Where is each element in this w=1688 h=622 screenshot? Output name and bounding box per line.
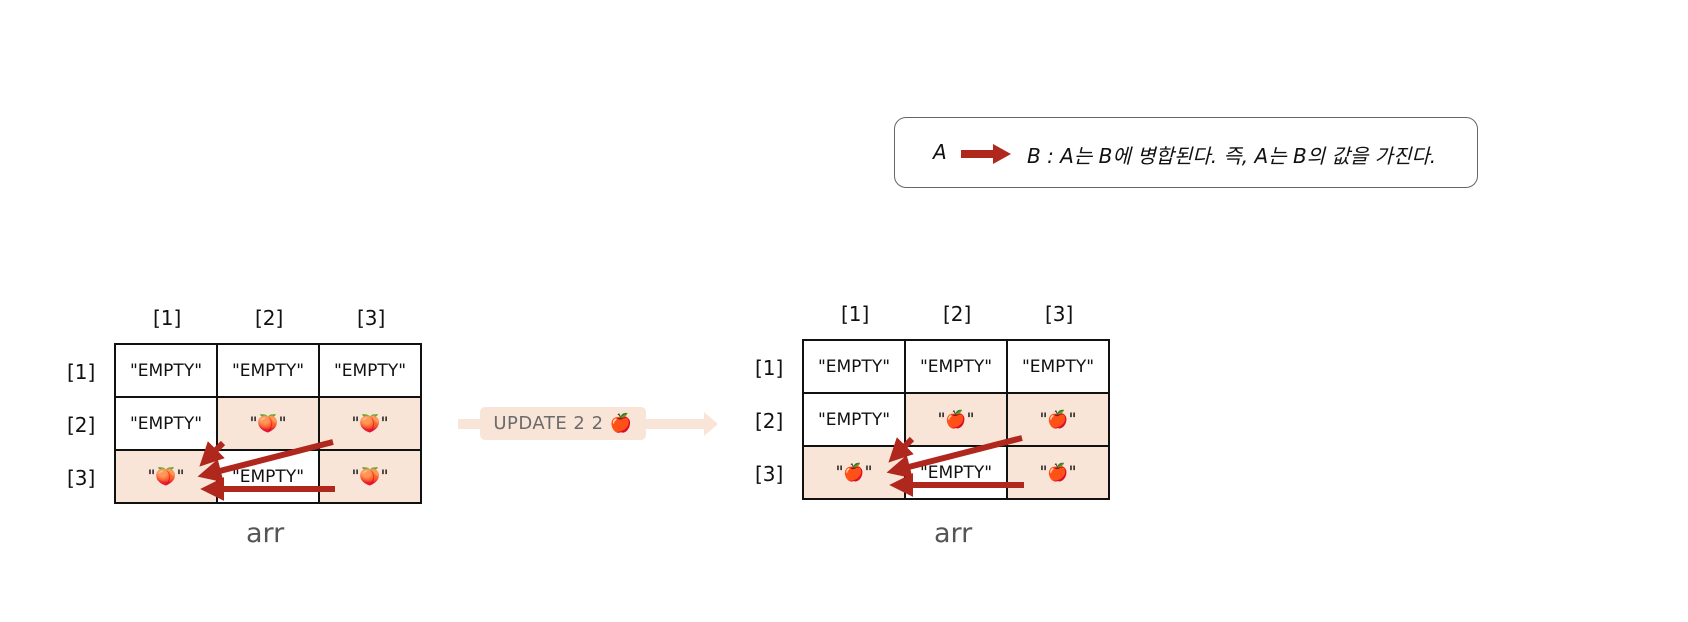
before-grid: "EMPTY" "EMPTY" "EMPTY" "EMPTY" "🍑" "🍑" … (114, 343, 422, 504)
merge-arrow-icon (961, 144, 1011, 164)
row-header-3: [3] (755, 462, 784, 486)
row-header-2: [2] (755, 409, 784, 433)
grid-cell-highlighted: "🍑" (115, 450, 217, 503)
col-header-1: [1] (841, 302, 870, 326)
legend-a-label: A (933, 140, 947, 164)
grid-cell: "EMPTY" (319, 344, 421, 397)
after-grid-label: arr (934, 518, 973, 549)
row-header-2: [2] (67, 413, 96, 437)
row-header-1: [1] (67, 360, 96, 384)
col-header-3: [3] (1045, 302, 1074, 326)
grid-cell: "EMPTY" (905, 340, 1007, 393)
grid-cell: "EMPTY" (115, 344, 217, 397)
legend-box: A B : A는 B에 병합된다. 즉, A는 B의 값을 가진다. (894, 117, 1478, 188)
col-header-3: [3] (357, 306, 386, 330)
grid-cell-highlighted: "🍎" (905, 393, 1007, 446)
grid-cell-highlighted: "🍎" (1007, 393, 1109, 446)
legend-description: B : A는 B에 병합된다. 즉, A는 B의 값을 가진다. (1027, 144, 1437, 168)
grid-cell: "EMPTY" (803, 393, 905, 446)
grid-cell: "EMPTY" (115, 397, 217, 450)
row-header-1: [1] (755, 356, 784, 380)
grid-cell-highlighted: "🍑" (319, 450, 421, 503)
grid-cell: "EMPTY" (803, 340, 905, 393)
grid-cell: "EMPTY" (1007, 340, 1109, 393)
col-header-2: [2] (255, 306, 284, 330)
col-header-2: [2] (943, 302, 972, 326)
grid-cell-highlighted: "🍎" (803, 446, 905, 499)
update-command-label: UPDATE 2 2 🍎 (480, 407, 646, 440)
row-header-3: [3] (67, 466, 96, 490)
grid-cell-highlighted: "🍎" (1007, 446, 1109, 499)
grid-cell: "EMPTY" (217, 344, 319, 397)
grid-cell: "EMPTY" (217, 450, 319, 503)
grid-cell: "EMPTY" (905, 446, 1007, 499)
grid-cell-highlighted: "🍑" (319, 397, 421, 450)
before-grid-label: arr (246, 518, 285, 549)
grid-cell-highlighted: "🍑" (217, 397, 319, 450)
col-header-1: [1] (153, 306, 182, 330)
after-grid: "EMPTY" "EMPTY" "EMPTY" "EMPTY" "🍎" "🍎" … (802, 339, 1110, 500)
